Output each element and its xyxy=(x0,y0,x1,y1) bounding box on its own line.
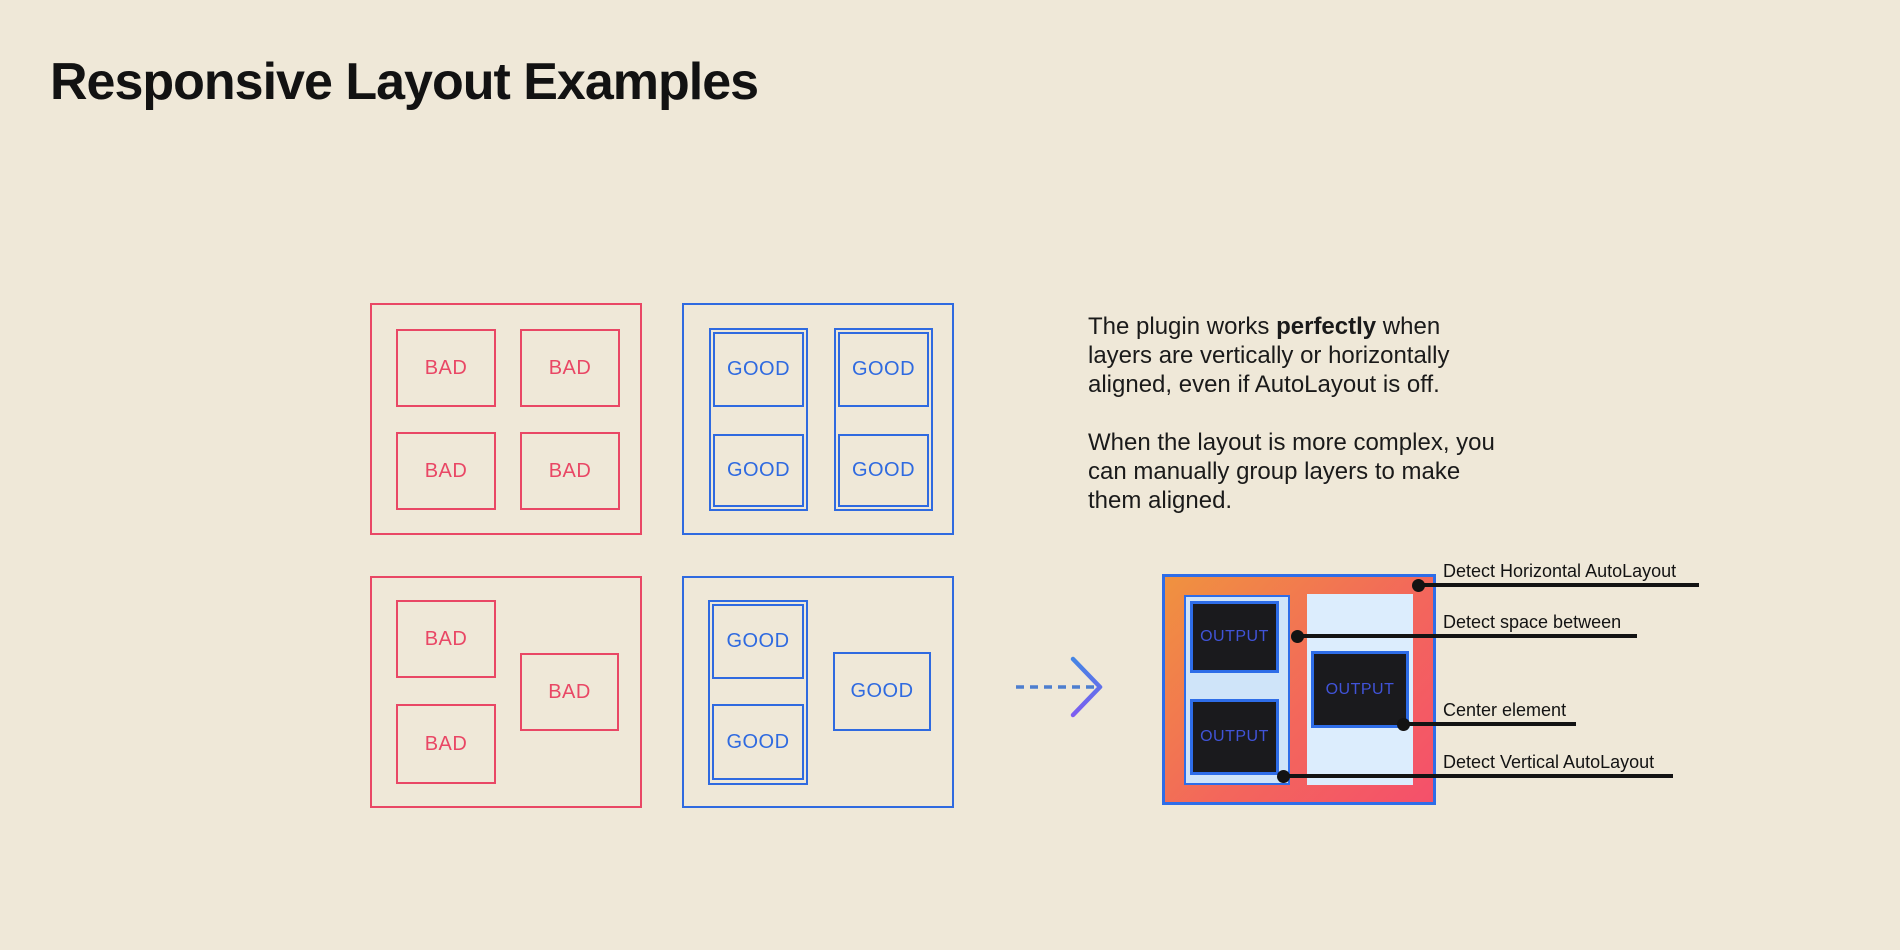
description-p1-pre: The plugin works xyxy=(1088,313,1277,340)
bad-box: BAD xyxy=(396,704,496,784)
annotation-dot-icon xyxy=(1397,718,1410,731)
description-paragraph-2: When the layout is more complex, you can… xyxy=(1088,429,1495,514)
output-center-column: OUTPUT xyxy=(1307,594,1413,785)
good-box: GOOD xyxy=(838,434,929,507)
good-group: GOOD GOOD xyxy=(708,600,808,785)
annotation-label: Detect Vertical AutoLayout xyxy=(1443,752,1655,772)
description-text: The plugin works perfectly when layers a… xyxy=(1088,312,1558,515)
annotation-label: Detect space between xyxy=(1443,612,1622,632)
example-good-grid: GOOD GOOD GOOD GOOD xyxy=(682,303,954,535)
good-group: GOOD GOOD xyxy=(834,328,933,511)
bad-box: BAD xyxy=(396,432,496,510)
annotation-label: Detect Horizontal AutoLayout xyxy=(1443,561,1677,581)
example-bad-grid: BAD BAD BAD BAD xyxy=(370,303,642,535)
good-group: GOOD GOOD xyxy=(709,328,808,511)
good-box: GOOD xyxy=(833,652,931,731)
good-box: GOOD xyxy=(712,604,804,679)
annotation-line xyxy=(1403,722,1576,726)
output-box: OUTPUT xyxy=(1190,601,1279,673)
annotation-line xyxy=(1297,634,1637,638)
annotation-dot-icon xyxy=(1291,630,1304,643)
bad-box: BAD xyxy=(520,653,619,731)
good-box: GOOD xyxy=(713,332,804,407)
bad-box: BAD xyxy=(520,329,620,407)
good-box: GOOD xyxy=(838,332,929,407)
annotation-line xyxy=(1283,774,1673,778)
description-p1-bold: perfectly xyxy=(1276,313,1377,340)
output-box: OUTPUT xyxy=(1311,651,1409,728)
bad-box: BAD xyxy=(396,600,496,678)
page-title: Responsive Layout Examples xyxy=(50,53,759,111)
output-diagram: OUTPUT OUTPUT OUTPUT xyxy=(1162,574,1436,805)
arrow-right-icon xyxy=(1016,656,1103,718)
bad-box: BAD xyxy=(396,329,496,407)
output-box: OUTPUT xyxy=(1190,699,1279,775)
description-p1-post: when layers are vertically or horizontal… xyxy=(1088,313,1450,398)
good-box: GOOD xyxy=(712,704,804,780)
description-paragraph-1: The plugin works perfectly when layers a… xyxy=(1088,312,1558,399)
example-bad-free: BAD BAD BAD xyxy=(370,576,642,808)
annotation-line xyxy=(1418,583,1699,587)
example-good-free: GOOD GOOD GOOD xyxy=(682,576,954,808)
annotation-dot-icon xyxy=(1412,579,1425,592)
output-vertical-group: OUTPUT OUTPUT xyxy=(1184,595,1290,785)
annotation-dot-icon xyxy=(1277,770,1290,783)
bad-box: BAD xyxy=(520,432,620,510)
annotation-label: Center element xyxy=(1443,700,1567,720)
good-box: GOOD xyxy=(713,434,804,507)
